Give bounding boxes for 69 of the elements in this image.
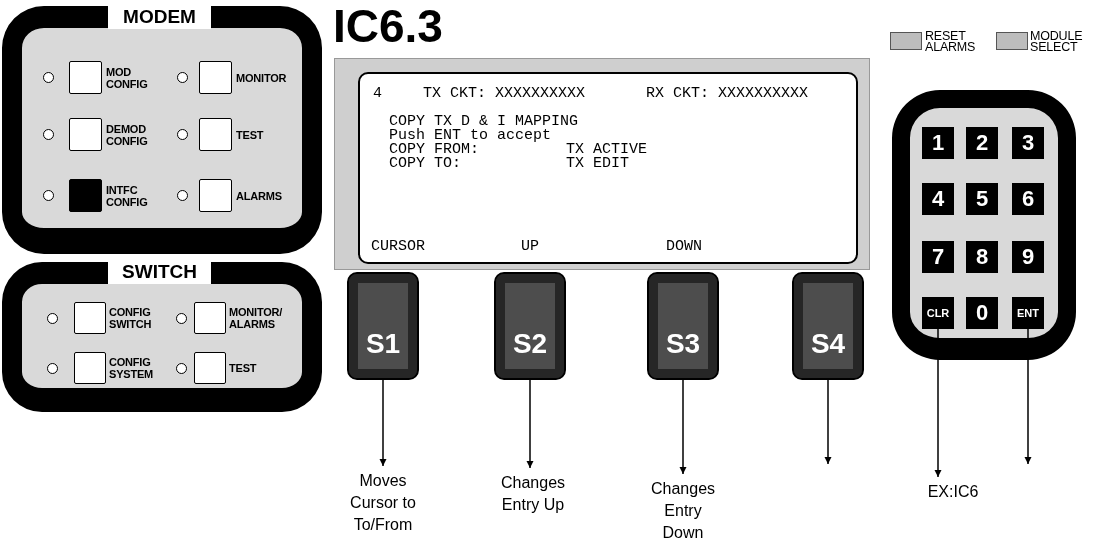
arrow <box>679 379 687 475</box>
arrow <box>1024 328 1032 465</box>
keypad-key: CLR <box>922 297 954 329</box>
keypad-key: 6 <box>1012 183 1044 215</box>
display-text: COPY FROM: <box>389 143 479 157</box>
button-label: CONFIG SYSTEM <box>109 356 154 380</box>
arrow <box>824 379 832 465</box>
display-text: TX EDIT <box>566 157 629 171</box>
panel-heading: SWITCH <box>108 260 211 284</box>
button-label: MONITOR <box>236 71 287 84</box>
keypad-key: ENT <box>1012 297 1044 329</box>
keypad-key: 8 <box>966 241 998 273</box>
arrow <box>934 328 942 478</box>
push-button <box>199 118 232 151</box>
arrow <box>526 379 534 469</box>
soft-key: S1 <box>347 272 419 380</box>
soft-key: S4 <box>792 272 864 380</box>
annotation-text: EX:IC6 <box>903 481 1003 503</box>
soft-key: S3 <box>647 272 719 380</box>
display-text: 4 <box>373 87 382 101</box>
soft-key: S2 <box>494 272 566 380</box>
annotation-text: Moves Cursor to To/From <box>338 470 428 536</box>
keypad-key: 5 <box>966 183 998 215</box>
push-button <box>199 61 232 94</box>
display-text: TX ACTIVE <box>566 143 647 157</box>
button-label: MONITOR/ ALARMS <box>229 306 283 330</box>
button-label: ALARMS <box>236 189 282 202</box>
push-button <box>74 302 106 334</box>
key-swatch <box>996 32 1028 50</box>
keypad-key: 9 <box>1012 241 1044 273</box>
control-panel <box>2 262 322 412</box>
push-button <box>69 118 102 151</box>
keypad-key: 7 <box>922 241 954 273</box>
keypad-key: 1 <box>922 127 954 159</box>
control-panel <box>2 6 322 254</box>
button-label: TEST <box>236 128 264 141</box>
display-text: COPY TX D & I MAPPING <box>389 115 579 129</box>
display-text: DOWN <box>666 240 702 254</box>
push-button <box>69 179 102 212</box>
title: IC6.3 <box>333 0 443 52</box>
push-button <box>74 352 106 384</box>
button-label: MODULE SELECT <box>1030 30 1083 52</box>
push-button <box>194 302 226 334</box>
keypad-key: 0 <box>966 297 998 329</box>
button-label: CONFIG SWITCH <box>109 306 152 330</box>
display-text: RX CKT: XXXXXXXXXX <box>646 87 809 101</box>
push-button <box>199 179 232 212</box>
button-label: DEMOD CONFIG <box>106 122 148 147</box>
display-text: CURSOR <box>371 240 425 254</box>
button-label: RESET ALARMS <box>925 30 976 52</box>
annotation-text: Changes Entry Down <box>651 478 715 541</box>
keypad-key: 3 <box>1012 127 1044 159</box>
display-text: COPY TO: <box>389 157 461 171</box>
keypad-key: 2 <box>966 127 998 159</box>
keypad-frame <box>892 90 1076 360</box>
button-label: TEST <box>229 362 257 374</box>
panel-heading: MODEM <box>108 5 211 29</box>
arrow <box>379 379 387 467</box>
button-label: INTFC CONFIG <box>106 183 148 208</box>
push-button <box>69 61 102 94</box>
button-label: MOD CONFIG <box>106 65 148 90</box>
display-text: Push ENT to accept <box>389 129 552 143</box>
display-text: UP <box>521 240 539 254</box>
push-button <box>194 352 226 384</box>
key-swatch <box>890 32 922 50</box>
display-text: TX CKT: XXXXXXXXXX <box>423 87 586 101</box>
keypad-key: 4 <box>922 183 954 215</box>
display-bezel <box>334 58 870 270</box>
annotation-text: Changes Entry Up <box>501 472 565 516</box>
